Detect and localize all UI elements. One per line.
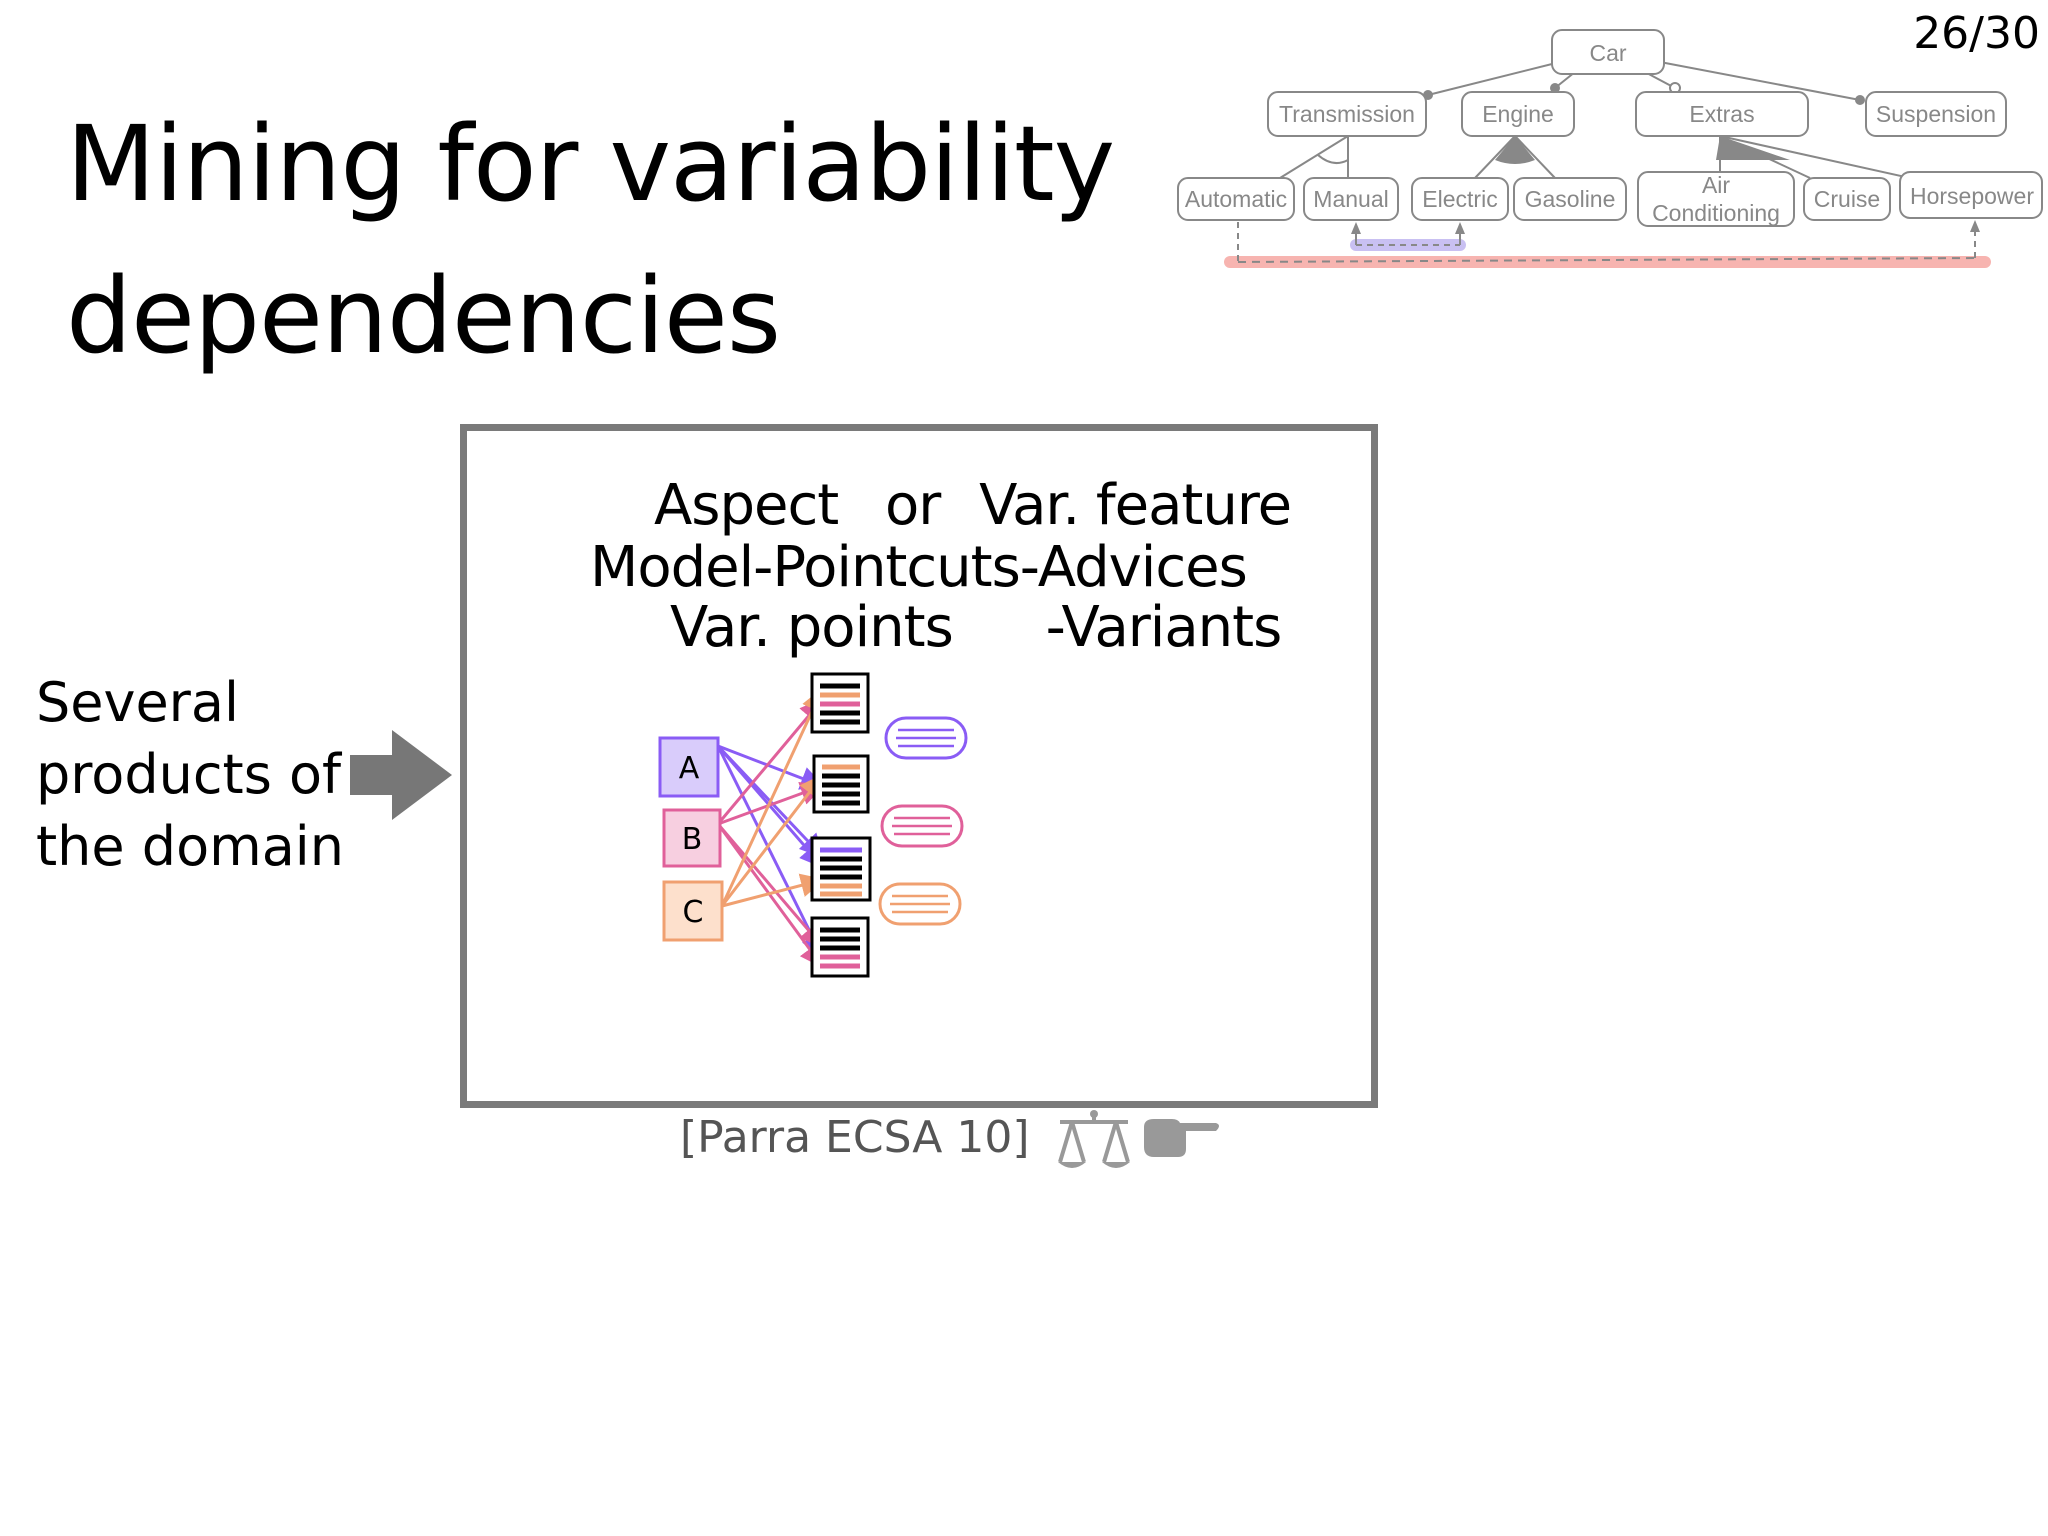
citation: [Parra ECSA 10] bbox=[680, 1112, 1030, 1163]
fm-label-air: Air bbox=[1702, 172, 1730, 198]
fm-node-manual bbox=[1303, 177, 1399, 221]
fm-or-group-extras bbox=[1716, 136, 1790, 160]
fm-node-cruise bbox=[1803, 177, 1891, 221]
mapping-arrow-c bbox=[721, 873, 825, 908]
code-document-1 bbox=[810, 672, 870, 734]
fm-node-transmission bbox=[1267, 91, 1427, 137]
fm-arrowhead bbox=[1970, 220, 1980, 232]
slide-title: Mining for variability dependencies bbox=[66, 88, 1115, 392]
product-box-b-label: B bbox=[682, 822, 703, 857]
mapping-arrow-c bbox=[720, 773, 824, 907]
fm-node-engine bbox=[1461, 91, 1575, 137]
product-box-c bbox=[662, 880, 724, 942]
fm-edge-car-suspension bbox=[1659, 61, 1861, 101]
header-variants: -Variants bbox=[1045, 595, 1283, 660]
fm-edge-engine-gasoline bbox=[1514, 135, 1556, 179]
page-number: 26/30 bbox=[1913, 8, 2040, 59]
product-box-b bbox=[662, 808, 722, 868]
variant-pill-purple bbox=[884, 716, 968, 760]
fm-node-car bbox=[1551, 29, 1665, 75]
fm-label-transmission: Transmission bbox=[1279, 101, 1415, 127]
header-row-2: Model-Pointcuts-Advices bbox=[590, 535, 1248, 600]
fm-label-manual: Manual bbox=[1313, 186, 1388, 212]
fm-constraint-dashed bbox=[1237, 257, 1979, 263]
fm-or-group-engine bbox=[1495, 136, 1535, 164]
fm-edge-transmission-automatic bbox=[1279, 135, 1349, 179]
product-box-c-label: C bbox=[683, 895, 704, 930]
product-box-a bbox=[658, 736, 720, 798]
fm-node-automatic bbox=[1177, 177, 1295, 221]
code-document-2 bbox=[812, 754, 870, 814]
mapping-arrow-c bbox=[720, 687, 825, 907]
title-line-2: dependencies bbox=[66, 255, 781, 377]
scales-icon[interactable] bbox=[1054, 1108, 1134, 1178]
code-document-3 bbox=[810, 836, 872, 902]
fm-arrowhead bbox=[1351, 222, 1361, 234]
mapping-arrow-b bbox=[716, 823, 824, 949]
fm-edge-extras-horsepower bbox=[1719, 135, 1911, 179]
product-box-a-label: A bbox=[679, 751, 700, 786]
fm-label-cruise: Cruise bbox=[1814, 186, 1880, 212]
variant-pill-pink bbox=[880, 804, 964, 848]
header-row-3: Var. points -Variants bbox=[670, 595, 1283, 660]
side-caption-line-2: products of bbox=[36, 743, 342, 806]
arrow-right-icon bbox=[350, 730, 452, 820]
fm-label-automatic: Automatic bbox=[1185, 186, 1287, 212]
header-var-points: Var. points bbox=[670, 595, 954, 660]
side-caption-line-3: the domain bbox=[36, 815, 345, 878]
fm-node-extras bbox=[1635, 91, 1809, 137]
fm-node-electric bbox=[1411, 177, 1509, 221]
fm-label-car: Car bbox=[1589, 40, 1626, 66]
feature-model-diagram: Car Transmission Engine Extras Suspensio… bbox=[1177, 29, 2043, 268]
fm-arrowhead bbox=[1455, 222, 1465, 234]
fm-label-engine: Engine bbox=[1482, 101, 1554, 127]
fm-label-electric: Electric bbox=[1422, 186, 1497, 212]
fm-node-suspension bbox=[1865, 91, 2007, 137]
code-document-4 bbox=[810, 916, 870, 978]
fm-node-gasoline bbox=[1513, 177, 1627, 221]
mapping-diagram: A B C bbox=[658, 672, 968, 978]
fm-mandatory-dot bbox=[1855, 95, 1865, 105]
header-var-feature: Var. feature bbox=[979, 473, 1292, 538]
side-caption: Several products of the domain bbox=[36, 667, 344, 883]
fm-label-conditioning: Conditioning bbox=[1652, 200, 1780, 226]
fm-label-suspension: Suspension bbox=[1876, 101, 1996, 127]
side-caption-line-1: Several bbox=[36, 671, 239, 734]
variant-pill-orange bbox=[878, 882, 962, 926]
title-line-1: Mining for variability bbox=[66, 103, 1115, 225]
fm-node-horsepower bbox=[1899, 171, 2043, 219]
header-or: or bbox=[885, 473, 941, 538]
pointing-hand-icon[interactable] bbox=[1142, 1115, 1222, 1165]
fm-node-air-conditioning bbox=[1637, 171, 1795, 227]
header-row-1: Aspect or Var. feature bbox=[654, 473, 1292, 538]
fm-edge-engine-electric bbox=[1474, 135, 1516, 179]
diagram-frame bbox=[460, 424, 1378, 1108]
fm-label-extras: Extras bbox=[1689, 101, 1754, 127]
mapping-arrow-b bbox=[716, 697, 824, 825]
mapping-arrow-a bbox=[716, 745, 824, 959]
fm-alt-arc bbox=[1317, 154, 1349, 165]
fm-mandatory-dot bbox=[1550, 83, 1560, 93]
fm-label-gasoline: Gasoline bbox=[1525, 186, 1616, 212]
fm-label-horsepower: Horsepower bbox=[1910, 183, 2034, 209]
header-aspect: Aspect bbox=[654, 473, 839, 538]
fm-edge-car-transmission bbox=[1427, 61, 1561, 96]
